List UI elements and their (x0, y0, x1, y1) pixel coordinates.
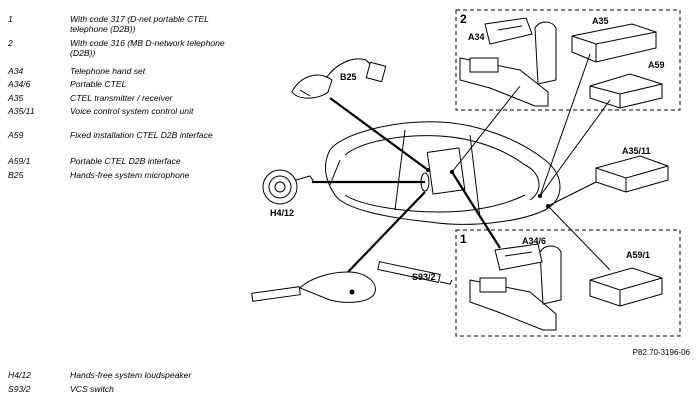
label-s932: S93/2 (412, 272, 436, 282)
microphone-b25 (291, 58, 429, 171)
group-box-2 (455, 9, 681, 111)
group-label-1: 1 (460, 232, 467, 246)
label-a3511: A35/11 (622, 146, 651, 156)
figure-reference: P82.70-3196-06 (632, 348, 690, 357)
group-box-1 (455, 229, 681, 337)
label-a591: A59/1 (626, 250, 651, 260)
label-b25: B25 (340, 72, 357, 82)
console-group-2 (451, 17, 663, 197)
label-h412: H4/12 (270, 208, 295, 218)
label-a59: A59 (648, 60, 665, 70)
label-a346: A34/6 (522, 236, 547, 246)
stalk-switch-s932 (251, 191, 453, 303)
label-a34: A34 (468, 32, 485, 42)
group-label-2: 2 (460, 12, 467, 26)
car-body (324, 121, 561, 225)
loudspeaker-h412 (262, 169, 425, 205)
label-a35: A35 (592, 16, 609, 26)
console-group-1 (451, 171, 663, 331)
control-unit-a3511 (547, 155, 669, 207)
